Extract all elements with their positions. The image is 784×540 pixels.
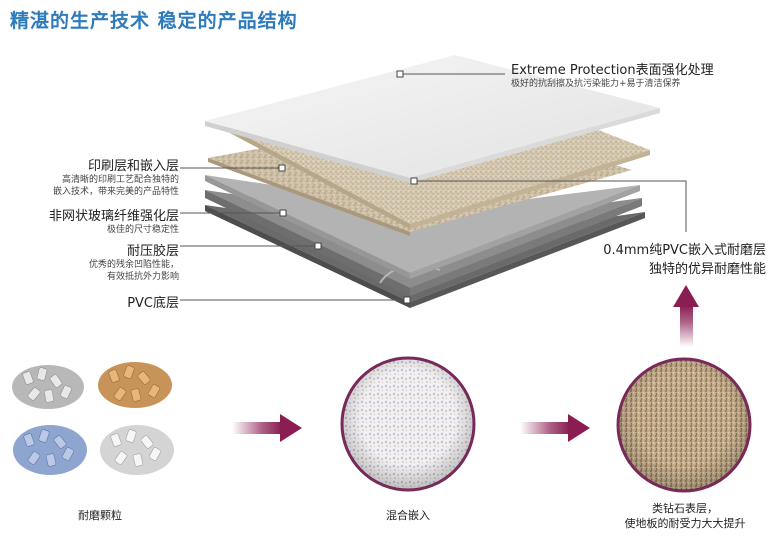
granule-pile-white (100, 425, 174, 475)
leader-markers (278, 70, 418, 304)
fiber-layer-title: 非网状玻璃纤维强化层 (48, 209, 179, 224)
wear-layer-line2: 独特的优异耐磨性能 (648, 262, 766, 277)
granule-pile-silver (12, 365, 84, 409)
top-layer-label: Extreme Protection表面强化处理 极好的抗刮擦及抗污染能力+易于… (511, 59, 714, 90)
fiber-layer-desc: 极佳的尺寸稳定性 (106, 225, 179, 235)
print-layer-label: 印刷层和嵌入层 高清晰的印刷工艺配合独特的 嵌入技术，带来完美的产品特性 (53, 155, 179, 198)
top-protection-layer (205, 55, 660, 183)
granule-pile-gold (98, 362, 172, 408)
adhesive-layer-title: 耐压胶层 (126, 244, 179, 259)
top-layer-desc: 极好的抗刮擦及抗污染能力+易于清洁保养 (511, 79, 681, 89)
arrow-to-surface (520, 414, 590, 442)
wear-layer-line1: 0.4mm纯PVC嵌入式耐磨层 (603, 243, 766, 258)
mix-circle (340, 356, 476, 492)
print-layer-desc-1: 高清晰的印刷工艺配合独特的 (61, 175, 179, 185)
top-layer-title: Extreme Protection表面强化处理 (511, 63, 714, 78)
adhesive-layer-desc-1: 优秀的残余凹陷性能， (88, 260, 179, 270)
caption-surface-2: 使地板的耐受力大大提升 (624, 517, 746, 530)
adhesive-layer-desc-2: 有效抵抗外力影响 (106, 272, 179, 282)
caption-granules: 耐磨颗粒 (78, 509, 122, 522)
caption-surface-1: 类钻石表层， (652, 502, 718, 515)
upward-arrow (673, 285, 699, 347)
print-layer-desc-2: 嵌入技术，带来完美的产品特性 (52, 187, 179, 197)
granule-pile-blue (13, 425, 87, 475)
pvc-layer-title: PVC底层 (127, 296, 179, 311)
arrow-to-mix (232, 414, 302, 442)
fiber-layer-label: 非网状玻璃纤维强化层 极佳的尺寸稳定性 (49, 205, 179, 236)
adhesive-layer-label: 耐压胶层 优秀的残余凹陷性能， 有效抵抗外力影响 (89, 240, 179, 283)
surface-circle (616, 357, 752, 493)
print-layer-title: 印刷层和嵌入层 (87, 159, 179, 174)
pvc-layer-label: PVC底层 (127, 292, 179, 311)
page-title: 精湛的生产技术 稳定的产品结构 (10, 10, 298, 32)
caption-mixing: 混合嵌入 (386, 509, 430, 522)
wear-layer-label: 0.4mm纯PVC嵌入式耐磨层 独特的优异耐磨性能 (603, 239, 766, 277)
leader-lines (180, 73, 687, 301)
